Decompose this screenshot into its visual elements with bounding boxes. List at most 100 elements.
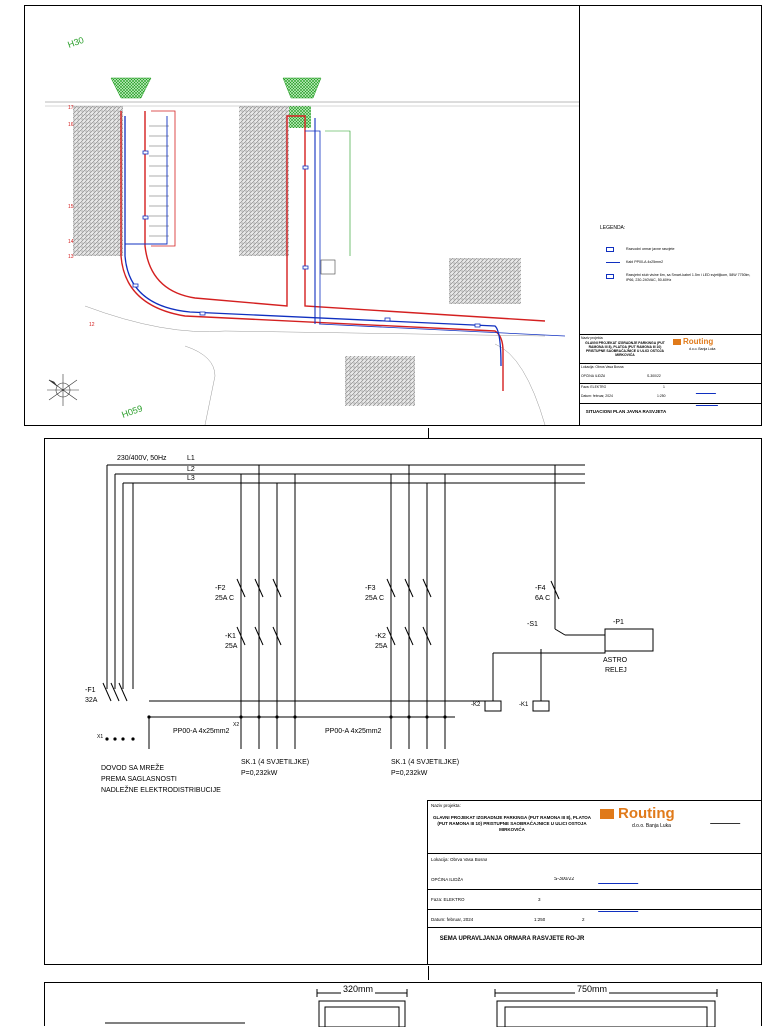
- breaker-f3-rating: 25A C: [365, 595, 385, 602]
- scale: 1:250: [657, 394, 666, 398]
- supply-label: 230/400V, 50Hz: [117, 455, 167, 462]
- company-logo: Routing d.o.o. Banja Luka: [600, 805, 700, 839]
- legend-label: Razvodni ormar javne rasvjete: [626, 247, 675, 251]
- scale: 1:250: [534, 917, 546, 922]
- project-label: Naziv projekta:: [581, 336, 604, 340]
- switch-s1-label: -S1: [527, 621, 538, 628]
- control-line: [493, 644, 606, 654]
- cable-route-blue: [125, 116, 168, 245]
- astro-relay-label: ASTRO: [603, 657, 628, 664]
- page-number: 3: [538, 897, 541, 902]
- municipality: OPĆINA ILIDŽA: [431, 877, 464, 882]
- logo-mark-icon: [673, 339, 681, 345]
- coordinate-label-top: H30: [66, 35, 85, 50]
- cable-symbol-icon: [606, 262, 620, 263]
- contactor-k1-label: -K1: [225, 633, 236, 640]
- sheet-separator: [428, 428, 429, 438]
- breaker-f3-label: -F3: [365, 585, 376, 592]
- row-number: 17: [68, 105, 74, 111]
- terminal-x2-label: X2: [233, 722, 240, 728]
- green-area: [289, 106, 311, 128]
- title-block: Naziv projekta: GLAVNI PROJEKAT IZGRADNJ…: [579, 334, 761, 426]
- location: Lokacija: Obrva Vasa Bosna: [581, 365, 624, 369]
- road-edge-red: [151, 110, 176, 247]
- north-arrow-icon: [47, 374, 79, 406]
- supply-note: NADLEŽNE ELEKTRODISTRIBUCIJE: [101, 787, 221, 794]
- company-sub: d.o.o. Banja Luka: [689, 347, 716, 351]
- relay-p1-label: -P1: [613, 619, 624, 626]
- document-number: S-300/22: [554, 877, 575, 882]
- signature: [709, 813, 745, 824]
- signature: [695, 399, 721, 406]
- date: Datum: februar, 2024: [581, 394, 613, 398]
- signature: [695, 387, 719, 394]
- phase: Faza: ELEKTRO: [431, 897, 465, 902]
- sheet-number: 2: [582, 917, 585, 922]
- breaker-f4-label: -F4: [535, 585, 546, 592]
- road-edge-red: [120, 111, 504, 391]
- cabinet-symbol-icon: [606, 247, 614, 252]
- hatched-area: [345, 356, 415, 406]
- circuit-sk2-label: SK.1 (4 SVJETILJKE): [391, 759, 460, 766]
- row-number: 15: [68, 204, 74, 210]
- terminal-dots: [105, 715, 447, 741]
- logo-mark-icon: [600, 809, 614, 819]
- breaker-contacts: [102, 578, 560, 702]
- company-name: Routing: [683, 337, 714, 346]
- dimension-label: 750mm: [575, 984, 610, 994]
- control-schematic-drawing: [102, 464, 654, 749]
- green-area: [282, 77, 322, 99]
- row-number: 13: [68, 254, 74, 260]
- hatched-area: [239, 106, 289, 256]
- phase: Faza: ELEKTRO: [581, 385, 607, 389]
- breaker-f1-label: -F1: [85, 687, 96, 694]
- drawing-title: ŠEMA UPRAVLJANJA ORMARA RASVJETE RO-JR: [439, 936, 585, 942]
- legend-title: LEGENDA:: [600, 225, 626, 231]
- row-number: 12: [89, 322, 95, 328]
- title-block: Naziv projekta: GLAVNI PROJEKAT IZGRADNJ…: [427, 800, 762, 965]
- circuit-sk1-power: P=0,232kW: [241, 770, 278, 777]
- document-number: S-300/22: [647, 374, 661, 378]
- contactor-k1-rating: 25A: [225, 643, 238, 650]
- phase-label-l3: L3: [187, 475, 195, 482]
- company-sub: d.o.o. Banja Luka: [632, 823, 671, 829]
- green-area: [110, 77, 152, 99]
- road-outline: [325, 130, 351, 256]
- cable-route-blue: [318, 323, 566, 337]
- circuit-sk2-power: P=0,232kW: [391, 770, 428, 777]
- light-pole-icon: [606, 274, 614, 279]
- sheet-situation-plan: H30 H059 17 16 15 14 13 12 LEGENDA: Razv…: [24, 5, 762, 426]
- signature: [597, 873, 643, 884]
- contactor-k2-rating: 25A: [375, 643, 388, 650]
- coordinate-label-bottom: H059: [120, 403, 144, 420]
- supply-note: PREMA SAGLASNOSTI: [101, 776, 177, 783]
- road-outline: [494, 343, 546, 425]
- breaker-f1-rating: 32A: [85, 697, 98, 704]
- sheet-separator: [428, 966, 429, 980]
- cable-label: PP00-A 4x25mm2: [325, 728, 382, 735]
- row-number: 16: [68, 122, 74, 128]
- legend-label: Rasvjetni stub visine 6m, sa Smart-kabel…: [626, 273, 751, 282]
- company-logo: Routing d.o.o. Banja Luka: [673, 337, 727, 357]
- cable-route-blue: [305, 130, 321, 324]
- terminal-x1-label: X1: [97, 734, 104, 740]
- astro-relay-label-2: RELEJ: [605, 667, 627, 674]
- project-label: Naziv projekta:: [431, 803, 461, 808]
- coil-k2: [484, 700, 502, 712]
- control-line: [149, 653, 494, 702]
- project-name: GLAVNI PROJEKAT IZGRADNJE PARKINGA (PUT …: [585, 341, 665, 357]
- road-outline: [84, 305, 546, 337]
- hatched-area: [73, 106, 123, 256]
- drawing-title: SITUACIONI PLAN JAVNA RASVJETA: [585, 409, 667, 414]
- parking-stalls: [149, 125, 169, 237]
- road-edge-red: [144, 111, 546, 322]
- cable-route-blue: [124, 116, 502, 367]
- breaker-f4-rating: 6A C: [535, 595, 551, 602]
- coil-k2-label: -K2: [471, 702, 481, 708]
- site-plan-drawing: H30 H059 17 16 15 14 13 12: [45, 35, 579, 425]
- road-outline: [184, 345, 216, 425]
- cabinet-dimension-drawing: [105, 989, 718, 1027]
- cable-label: PP00-A 4x25mm2: [173, 728, 230, 735]
- sheet-control-schematic: 230/400V, 50Hz L1 L2 L3 -F2 25A C -K1 25…: [44, 438, 762, 965]
- distribution-cabinet: [320, 259, 336, 275]
